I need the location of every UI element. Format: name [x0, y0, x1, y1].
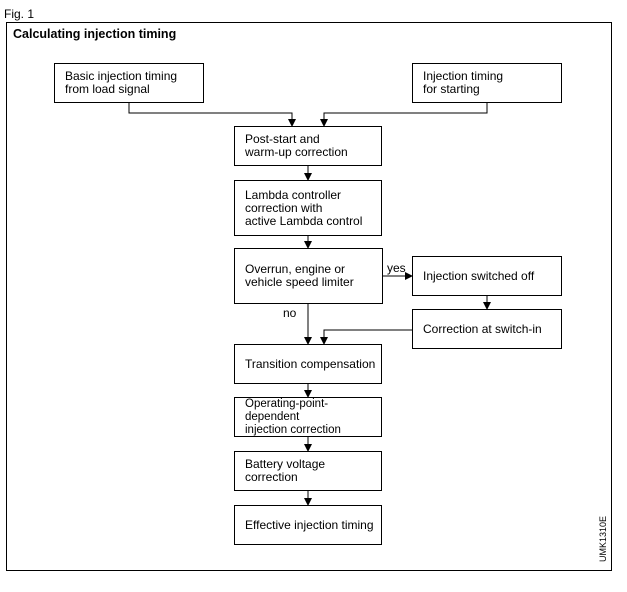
- label-yes: yes: [387, 261, 406, 275]
- box-battery-voltage-correction: Battery voltage correction: [234, 451, 382, 491]
- box-post-start-label: Post-start and warm-up correction: [245, 132, 348, 159]
- box-injection-timing-starting: Injection timing for starting: [412, 63, 562, 103]
- box-transition-label: Transition compensation: [245, 356, 376, 371]
- box-switched-off-label: Injection switched off: [423, 268, 535, 283]
- diagram-title: Calculating injection timing: [13, 27, 177, 41]
- figure-label: Fig. 1: [4, 7, 35, 21]
- box-battery-label: Battery voltage correction: [245, 457, 326, 484]
- box-operating-point-label: Operating-point-dependent injection corr…: [245, 397, 341, 436]
- arrow-switchin-to-transition: [320, 329, 412, 345]
- arrow-basic-to-poststart: [128, 103, 296, 127]
- figure-code: UMK1310E: [598, 515, 608, 562]
- box-post-start-correction: Post-start and warm-up correction: [234, 126, 382, 166]
- box-effective-label: Effective injection timing: [245, 517, 374, 532]
- box-basic-label: Basic injection timing from load signal: [65, 69, 178, 96]
- box-correction-switch-in: Correction at switch-in: [412, 309, 562, 349]
- box-overrun-label: Overrun, engine or vehicle speed limiter: [245, 262, 354, 289]
- box-transition-compensation: Transition compensation: [234, 344, 382, 384]
- box-starting-label: Injection timing for starting: [423, 69, 504, 96]
- box-overrun-limiter: Overrun, engine or vehicle speed limiter: [234, 248, 383, 304]
- box-switch-in-label: Correction at switch-in: [423, 321, 542, 336]
- box-injection-switched-off: Injection switched off: [412, 256, 562, 296]
- box-operating-point-correction: Operating-point-dependent injection corr…: [234, 397, 382, 437]
- figure-frame: [6, 22, 612, 571]
- box-lambda-controller: Lambda controller correction with active…: [234, 180, 382, 236]
- box-lambda-label: Lambda controller correction with active…: [245, 187, 363, 228]
- label-no: no: [283, 306, 297, 320]
- arrow-starting-to-poststart: [320, 103, 488, 127]
- box-effective-injection-timing: Effective injection timing: [234, 505, 382, 545]
- box-basic-injection-timing: Basic injection timing from load signal: [54, 63, 204, 103]
